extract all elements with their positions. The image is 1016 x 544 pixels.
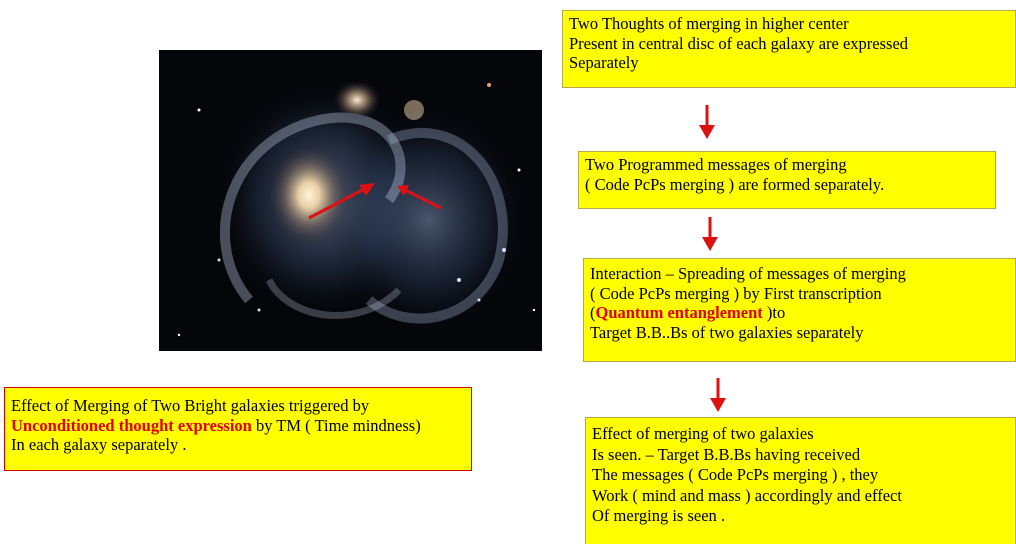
step1-line: Present in central disc of each galaxy a… xyxy=(569,33,909,53)
summary-line: In each galaxy separately . xyxy=(11,435,187,454)
unconditioned-thought-highlight: Unconditioned thought expression xyxy=(11,415,252,435)
step2-box: Two Programmed messages of merging ( Cod… xyxy=(578,151,996,209)
right-galaxy-halo xyxy=(329,105,529,335)
step4-box: Effect of merging of two galaxies Is see… xyxy=(585,417,1016,544)
right-pointer-arrow xyxy=(402,187,442,210)
down-arrow xyxy=(699,105,715,139)
down-arrow xyxy=(710,378,726,412)
step3-box: Interaction – Spreading of messages of m… xyxy=(583,258,1016,362)
merging-galaxies-photo xyxy=(159,50,542,351)
step2-line: Two Programmed messages of merging xyxy=(585,155,847,174)
summary-box: Effect of Merging of Two Bright galaxies… xyxy=(4,387,472,471)
summary-line: Unconditioned thought expression by TM (… xyxy=(11,416,465,436)
upper-galaxy-core xyxy=(333,80,381,120)
step1-box: Two Thoughts of merging in higher center… xyxy=(562,10,1016,88)
quantum-entanglement-highlight: Quantum entanglement xyxy=(595,303,763,322)
left-galaxy-core xyxy=(267,143,351,247)
step4-line: The messages ( Code PcPs merging ) , the… xyxy=(592,465,879,484)
step4-line: Is seen. – Target B.B.Bs having received xyxy=(592,444,861,464)
step3-line: Interaction – Spreading of messages of m… xyxy=(590,264,906,283)
paren-close: )to xyxy=(762,303,786,322)
left-pointer-arrow xyxy=(308,184,371,220)
step4-line: Of merging is seen . xyxy=(592,506,726,525)
step3-line: (Quantum entanglement )to xyxy=(590,303,1009,323)
summary-line: Effect of Merging of Two Bright galaxies… xyxy=(11,396,370,415)
step2-line: ( Code PcPs merging ) are formed separat… xyxy=(585,174,885,194)
step3-line: ( Code PcPs merging ) by First transcrip… xyxy=(590,283,882,303)
summary-line-rest: by TM ( Time mindness) xyxy=(251,415,421,435)
step1-line: Two Thoughts of merging in higher center xyxy=(569,14,849,33)
down-arrow xyxy=(702,217,718,251)
paren-open: ( xyxy=(590,303,596,322)
step4-line: Effect of merging of two galaxies xyxy=(592,424,814,443)
step4-line: Work ( mind and mass ) accordingly and e… xyxy=(592,485,902,505)
step1-line: Separately xyxy=(569,53,639,72)
step3-line: Target B.B..Bs of two galaxies separatel… xyxy=(590,322,864,342)
